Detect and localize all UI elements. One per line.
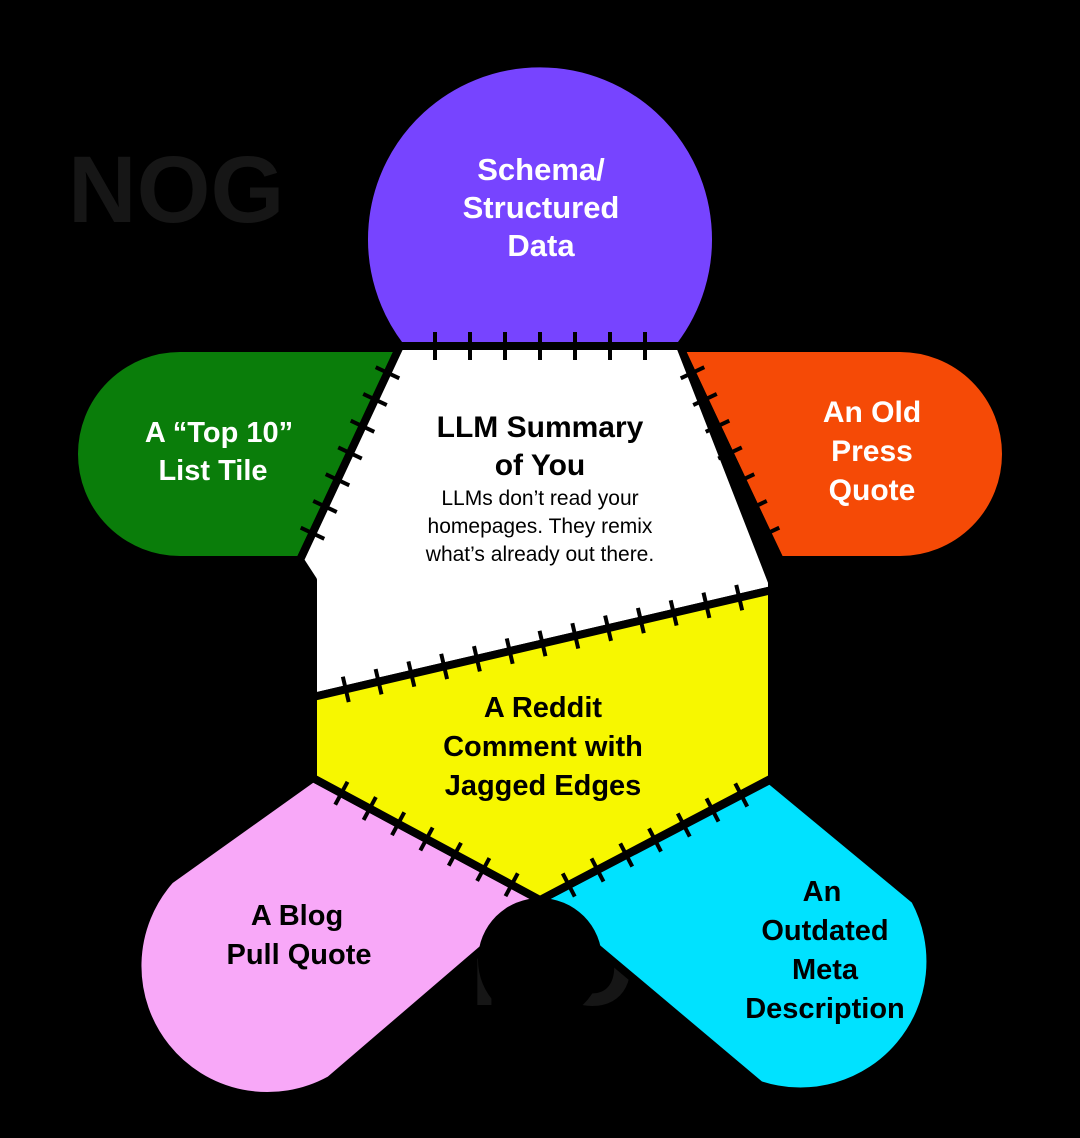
left-arm-label: A “Top 10” List Tile	[145, 417, 293, 487]
head-line-3: Data	[507, 228, 575, 263]
left-arm-stitch	[299, 525, 326, 541]
left-leg-stitch	[503, 872, 520, 898]
right-arm-stitch	[717, 445, 743, 461]
left-arm-stitch	[337, 445, 363, 461]
waist-stitch	[603, 615, 613, 642]
waist-stitch	[734, 584, 745, 611]
right-leg-stitch	[618, 842, 635, 868]
waist-stitch	[472, 645, 482, 672]
right-arm-stitch	[679, 365, 706, 381]
right-leg-label: An Outdated Meta Description	[745, 876, 905, 1025]
belly-line-2: Comment with	[443, 731, 643, 763]
waist-stitch	[701, 592, 712, 619]
waist-stitch	[406, 660, 417, 688]
right-leg-stitch	[647, 827, 663, 853]
left-arm-stitch	[312, 499, 338, 514]
head-line-1: Schema/	[477, 152, 605, 187]
left-leg-stitch	[475, 857, 492, 882]
right-arm-stitch	[692, 392, 718, 407]
left-arm-line-1: A “Top 10”	[145, 417, 293, 449]
left-leg-stitch	[446, 841, 463, 867]
right-leg-stitch	[675, 812, 692, 838]
right-arm-label: An Old Press Quote	[823, 396, 921, 507]
head-line-2: Structured	[463, 190, 620, 225]
head-label: Schema/ Structured Data	[463, 152, 620, 263]
right-arm-line-2: Press	[831, 435, 913, 468]
left-arm-stitch	[374, 365, 401, 381]
right-arm-stitch	[729, 472, 756, 488]
right-leg-stitch	[704, 797, 721, 823]
left-arm-piece	[70, 344, 404, 564]
head-piece	[360, 59, 720, 350]
center-body-2: homepages. They remix	[428, 515, 653, 538]
left-arm-line-2: List Tile	[158, 455, 267, 487]
left-arm-stitch	[349, 418, 376, 434]
center-title-1: LLM Summary	[437, 411, 644, 444]
belly-label: A Reddit Comment with Jagged Edges	[443, 692, 643, 802]
right-leg-stitch	[733, 782, 750, 808]
right-arm-line-3: Quote	[829, 474, 916, 507]
waist-stitch	[504, 638, 515, 665]
right-arm-stitch	[742, 499, 768, 514]
center-label: LLM Summary of You LLMs don’t read your …	[425, 411, 654, 566]
waist-stitch	[668, 599, 679, 627]
right-leg-stitch	[560, 872, 577, 898]
left-leg-stitch	[418, 826, 435, 852]
left-leg-line-1: A Blog	[251, 900, 343, 932]
left-leg-label: A Blog Pull Quote	[227, 900, 372, 971]
left-arm-stitch	[324, 472, 351, 488]
right-arm-stitch	[704, 418, 731, 434]
stitch-marks	[296, 332, 784, 904]
right-leg-line-1: An	[803, 876, 842, 908]
left-leg-line-2: Pull Quote	[227, 939, 372, 971]
left-leg-stitch	[390, 811, 407, 837]
left-leg-stitch	[361, 796, 378, 821]
belly-line-3: Jagged Edges	[445, 770, 642, 802]
waist-stitch	[537, 630, 548, 657]
right-arm-piece	[676, 344, 1010, 564]
center-body-1: LLMs don’t read your	[441, 487, 638, 510]
center-body-3: what’s already out there.	[425, 543, 654, 566]
waist-stitch	[635, 607, 646, 634]
belly-line-1: A Reddit	[484, 692, 602, 724]
waist-stitch	[340, 676, 351, 703]
right-leg-piece	[536, 776, 935, 1096]
right-leg-line-2: Outdated	[761, 915, 888, 947]
right-arm-line-1: An Old	[823, 396, 921, 429]
left-leg-piece	[133, 774, 544, 1101]
right-arm-stitch	[754, 525, 781, 541]
right-leg-line-3: Meta	[792, 954, 859, 986]
right-leg-stitch	[589, 857, 606, 883]
right-leg-line-4: Description	[745, 993, 905, 1025]
crotch-shape	[478, 898, 602, 1022]
center-title-2: of You	[495, 449, 586, 482]
waist-stitch	[570, 622, 581, 649]
waist-stitch	[373, 668, 384, 695]
left-leg-stitch	[333, 780, 350, 806]
left-arm-stitch	[362, 392, 388, 407]
watermark-top: NOG	[68, 137, 284, 243]
waist-stitch	[439, 653, 450, 680]
